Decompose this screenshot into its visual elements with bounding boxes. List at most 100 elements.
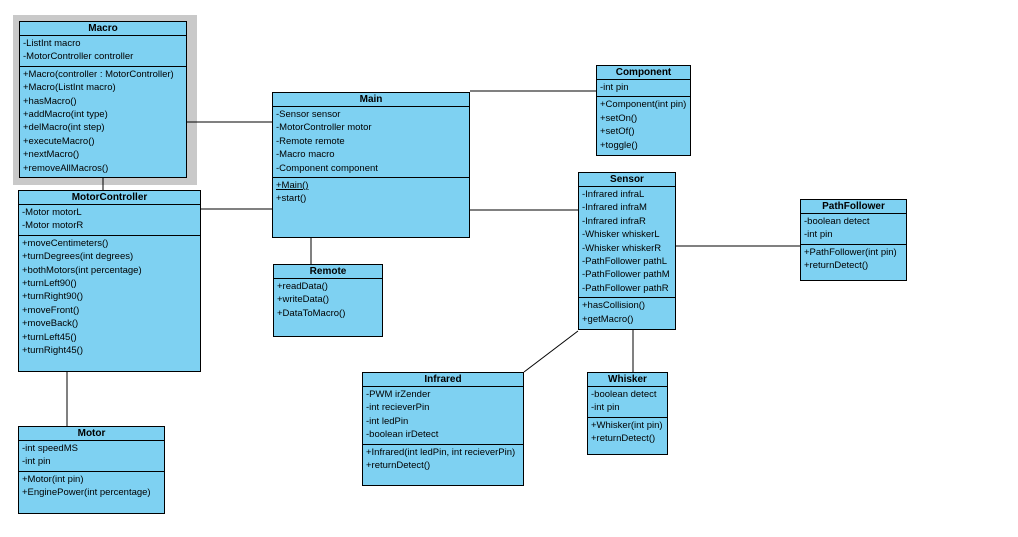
class-box-motorcontroller[interactable]: MotorController -Motor motorL-Motor moto… [18,190,201,372]
attributes-compartment: -boolean detect-int pin [588,386,667,417]
attribute: -Sensor sensor [276,109,341,120]
attribute: -int speedMS [22,443,78,454]
attribute: -ListInt macro [23,38,81,49]
class-box-motor[interactable]: Motor -int speedMS -int pin +Motor(int pi… [18,426,165,514]
attribute: -Infrared infraM [582,202,647,214]
method: +returnDetect() [804,260,869,272]
class-name: Motor [77,428,106,439]
methods-compartment: +Main() +start() [273,176,469,237]
method: +turnLeft90() [22,277,77,289]
class-name: Component [615,67,672,78]
attribute: -Infrared infraL [582,189,645,200]
method: +setOf() [600,126,635,138]
attribute: -PWM irZender [366,389,431,400]
methods-compartment: +Infrared(int ledPin, int recieverPin)+r… [363,443,523,485]
attribute: -int pin [600,82,629,93]
attributes-compartment: -ListInt macro -MotorController controlle… [20,35,186,66]
method: +getMacro() [582,313,634,325]
method: +setOn() [600,112,638,124]
method: +bothMotors(int percentage) [22,264,142,276]
method: +turnRight90() [22,291,83,303]
connector-sensor-infrared[interactable] [523,330,579,373]
class-box-component[interactable]: Component -int pin +Component(int pin)+s… [596,65,691,156]
method: +readData() [277,281,328,292]
method: +Whisker(int pin) [591,419,663,431]
class-name: Infrared [424,374,462,385]
method: +PathFollower(int pin) [804,246,897,258]
method: +Macro(controller : MotorController) [23,68,174,80]
class-box-sensor[interactable]: Sensor -Infrared infraL-Infrared infraM-… [578,172,676,330]
class-box-infrared[interactable]: Infrared -PWM irZender -int recieverPin-i… [362,372,524,486]
attribute: -MotorController controller [23,51,134,63]
class-name: Sensor [610,174,644,185]
methods-compartment: +Component(int pin)+setOn() +setOf()+togg… [597,96,690,155]
method: +writeData() [277,294,329,306]
class-box-whisker[interactable]: Whisker -boolean detect-int pin +Whisker… [587,372,668,455]
attribute: -Motor motorL [22,207,82,218]
method: +Component(int pin) [600,99,687,111]
method: +returnDetect() [366,459,431,471]
methods-compartment: +readData()+writeData()+DataToMacro() [274,278,382,336]
class-box-remote[interactable]: Remote +readData()+writeData()+DataToMac… [273,264,383,337]
class-name: Macro [88,23,118,34]
attribute: -PathFollower pathL [582,255,668,267]
class-name: Remote [309,266,347,277]
attribute: -PathFollower pathR [582,282,669,294]
attributes-compartment: -Sensor sensor -MotorController motor-Rem… [273,106,469,177]
method: +hasMacro() [23,95,77,107]
attribute: -Remote remote [276,135,345,147]
attribute: -int pin [591,402,620,414]
attributes-compartment: -int pin [597,79,690,96]
method: +delMacro(int step) [23,122,105,134]
attributes-compartment: -PWM irZender -int recieverPin-int ledPin… [363,386,523,444]
attribute: -Infrared infraR [582,215,646,227]
method: +turnRight45() [22,344,83,356]
method: +executeMacro() [23,135,95,147]
method: +hasCollision() [582,300,646,312]
attribute: -boolean irDetect [366,429,439,441]
attribute: -MotorController motor [276,122,372,134]
attribute: -int recieverPin [366,402,430,414]
method: +turnLeft45() [22,331,77,343]
attribute: -int pin [22,456,51,468]
class-box-macro[interactable]: Macro -ListInt macro -MotorController con… [19,21,187,178]
class-box-main[interactable]: Main -Sensor sensor-MotorController moto… [272,92,470,238]
attribute: -Macro macro [276,149,335,161]
method: +Main() [276,179,309,191]
method: +start() [276,193,307,205]
attribute: -Motor motorR [22,220,84,232]
method: +EnginePower(int percentage) [22,487,151,499]
class-name: PathFollower [822,201,885,212]
methods-compartment: +hasCollision()+getMacro() [579,297,675,329]
class-box-pathfollower[interactable]: PathFollower -boolean detect -int pin +Pa… [800,199,907,281]
attributes-compartment: -Motor motorL -Motor motorR [19,204,200,235]
attribute: -Component component [276,162,378,174]
method: +moveFront() [22,304,80,316]
class-name: MotorController [71,192,148,203]
attribute: -int pin [804,229,833,241]
class-name: Whisker [608,374,647,385]
methods-compartment: +Macro(controller : MotorController) +Mac… [20,65,186,177]
method: +turnDegrees(int degrees) [22,251,134,263]
method: +Infrared(int ledPin, int recieverPin) [366,446,516,458]
methods-compartment: +PathFollower(int pin) +returnDetect() [801,243,906,280]
attribute: -Whisker whiskerR [582,242,662,254]
method: +moveBack() [22,318,79,330]
attribute: -boolean detect [804,216,870,227]
attribute: -int ledPin [366,415,409,427]
attribute: -Whisker whiskerL [582,229,660,241]
method: +Macro(ListInt macro) [23,82,116,94]
methods-compartment: +Motor(int pin) +EnginePower(int percenta… [19,470,164,513]
attributes-compartment: -boolean detect -int pin [801,213,906,244]
attribute: -PathFollower pathM [582,269,670,281]
method: +Motor(int pin) [22,473,84,485]
method: +removeAllMacros() [23,162,109,174]
method: +returnDetect() [591,433,656,445]
method: +toggle() [600,139,638,151]
methods-compartment: +Whisker(int pin) +returnDetect() [588,416,667,454]
method: +nextMacro() [23,149,80,161]
method: +addMacro(int type) [23,108,108,120]
attributes-compartment: -Infrared infraL -Infrared infraM-Infrare… [579,186,675,297]
